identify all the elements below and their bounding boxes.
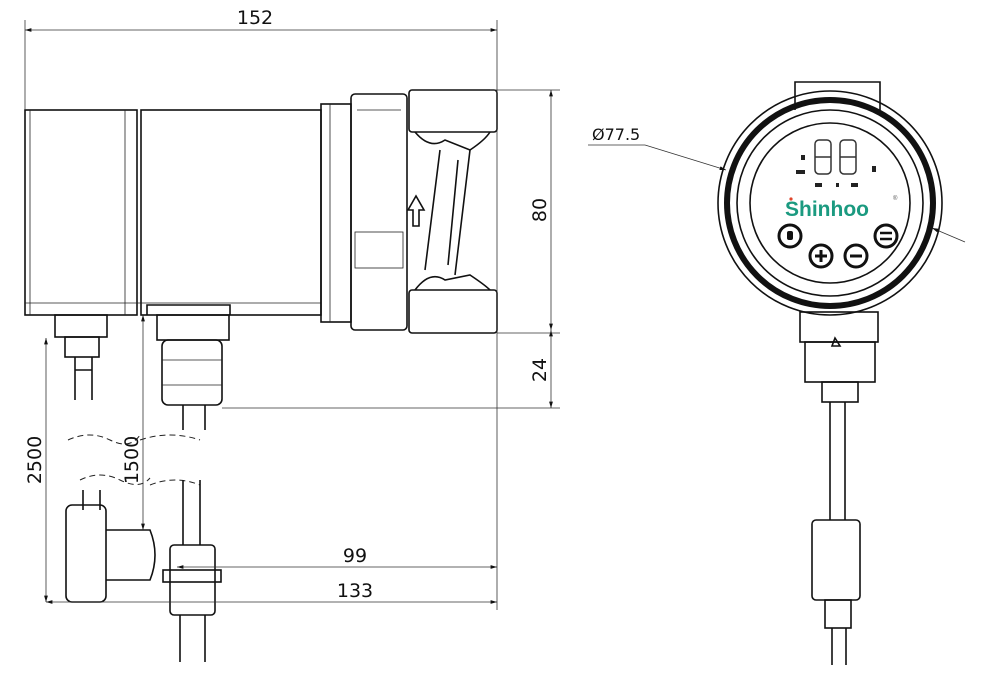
motor-housing-rear [24,109,138,316]
dim-cable-inner: 1500 [121,436,143,484]
seven-segment-display [814,139,857,175]
plus-button[interactable] [808,243,834,269]
dim-cable-total: 2500 [24,436,46,484]
dim-plug-offset-inner: 99 [343,545,367,567]
mode-button[interactable] [777,223,803,249]
flange [320,103,352,323]
dim-plug-offset-outer: 133 [337,580,373,602]
dim-height-upper: 80 [529,198,551,222]
pump-outlet-port [408,289,498,334]
plug-pins [179,615,206,662]
control-panel [749,122,911,284]
cable-connector [799,311,879,343]
capacitor-box [65,504,107,603]
brand-logo: Shinhoo [785,198,869,221]
pump-inlet-port [408,89,498,133]
union-nut [350,93,408,331]
front-view: Shinhoo ® [717,81,943,665]
dim-height-lower: 24 [529,358,551,382]
logo-accent-dot [789,197,793,201]
dimension-lines [24,20,966,610]
front-plug [811,519,861,601]
dim-overall-length: 152 [237,7,273,29]
registered-mark: ® [893,195,898,202]
dim-diameter: Ø77.5 [592,125,640,144]
side-view [24,89,498,662]
flow-arrow-icon [406,194,426,227]
power-plug [169,544,216,616]
minus-button[interactable] [843,243,869,269]
cable-gland-right [156,314,230,341]
menu-button[interactable] [873,223,899,249]
cable-gland-left [54,314,108,338]
motor-housing [140,109,322,316]
